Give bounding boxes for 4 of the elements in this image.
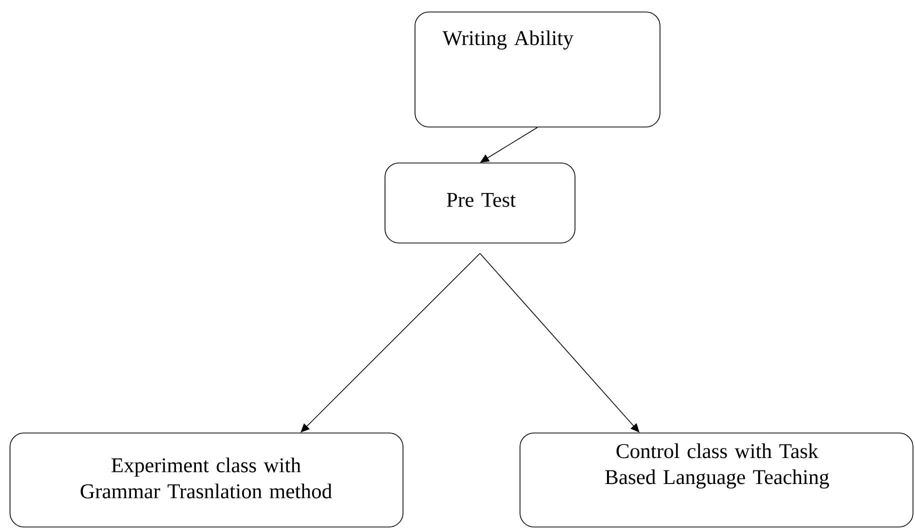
flow-box: Writing Ability xyxy=(414,12,660,128)
flow-box: Experiment class with Grammar Trasnlation method xyxy=(10,432,404,528)
flow-box: Control class with Task Based Language Teaching xyxy=(520,432,914,528)
flow-box: Pre Test xyxy=(384,162,576,244)
